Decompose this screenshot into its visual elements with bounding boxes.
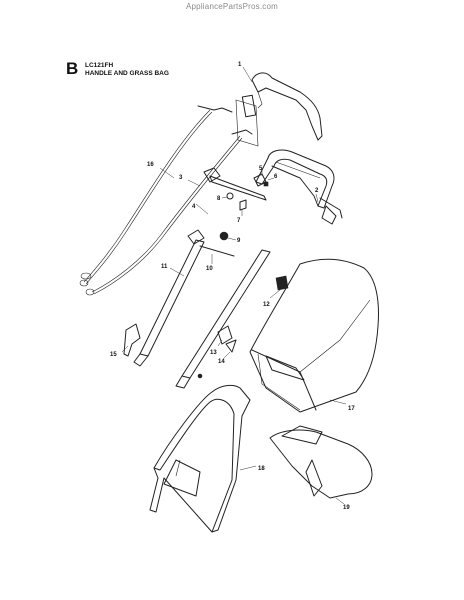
callout-11: 11: [161, 264, 168, 270]
part-15-lever: [121, 323, 141, 357]
decal-plate: [235, 99, 259, 147]
callout-14: 14: [218, 359, 225, 365]
part-17-grass-bag: [249, 258, 379, 413]
callout-3: 3: [179, 175, 183, 181]
part-10-bolt: [187, 229, 235, 264]
callout-2: 2: [315, 188, 319, 194]
callout-12: 12: [263, 302, 270, 308]
callout-15: 15: [110, 352, 117, 358]
part-18-bag-frame: [149, 384, 257, 533]
callout-18: 18: [258, 466, 265, 472]
part-2-handle-frame: [255, 149, 343, 225]
callout-6: 6: [274, 174, 278, 180]
callout-13: 13: [210, 350, 217, 356]
callout-7: 7: [237, 218, 241, 224]
callout-1: 1: [238, 62, 242, 68]
callout-10: 10: [206, 266, 213, 272]
part-9-knob: [219, 231, 237, 241]
callout-8: 8: [217, 196, 221, 202]
section-letter: B: [66, 59, 79, 78]
part-1-upper-handle: [241, 66, 323, 141]
model-number: LC121FH: [85, 62, 114, 69]
callout-9: 9: [237, 238, 241, 244]
part-7-bolt: [239, 199, 247, 216]
part-16-cable: [79, 105, 233, 287]
part-19-chute: [269, 425, 373, 505]
callout-17: 17: [348, 406, 355, 412]
callout-4: 4: [192, 204, 196, 210]
part-14-clip: [223, 339, 237, 359]
diagram-title: HANDLE AND GRASS BAG: [85, 70, 169, 77]
part-12-knob: [269, 275, 289, 299]
part-4-handle-tube: [195, 167, 267, 215]
part-11-lower-handle: [133, 239, 205, 367]
part-13-bracket: [217, 325, 233, 347]
callout-16: 16: [147, 162, 154, 168]
part-6-bolt: [263, 177, 275, 187]
watermark: AppliancePartsPros.com: [186, 2, 278, 11]
callout-19: 19: [343, 505, 350, 511]
lower-handle-right: [175, 249, 271, 389]
part-3-cable: [80, 129, 253, 296]
part-8-washer: [221, 192, 234, 200]
callout-5: 5: [259, 166, 263, 172]
